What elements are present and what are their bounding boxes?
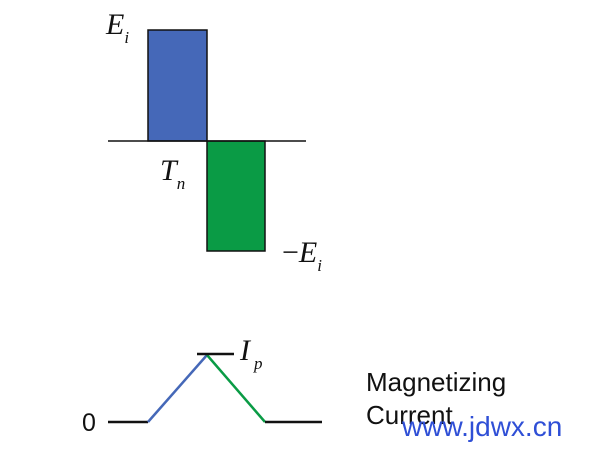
caption-current: Current bbox=[366, 400, 453, 430]
current-rise-segment bbox=[147, 354, 208, 423]
zero-label: 0 bbox=[82, 409, 96, 437]
period-subscript: n bbox=[177, 174, 186, 193]
bipolar-pulse-diagram: Ei Tn −Ei bbox=[105, 8, 322, 275]
caption-magnetizing: Magnetizing bbox=[366, 367, 506, 397]
period-label: Tn bbox=[160, 154, 185, 193]
positive-pulse-bar bbox=[147, 29, 208, 142]
negative-amplitude-symbol: E bbox=[298, 236, 317, 269]
current-fall-segment bbox=[206, 354, 266, 423]
amplitude-symbol: E bbox=[105, 8, 124, 41]
watermark-text: www.jdwx.cn bbox=[401, 411, 562, 442]
negative-pulse-bar bbox=[206, 140, 266, 252]
negative-amplitude-label: −Ei bbox=[282, 236, 322, 275]
negative-sign: − bbox=[282, 236, 299, 269]
period-symbol: T bbox=[160, 154, 179, 187]
negative-amplitude-subscript: i bbox=[317, 256, 322, 275]
peak-subscript: p bbox=[253, 354, 263, 373]
amplitude-subscript: i bbox=[124, 28, 129, 47]
peak-symbol: I bbox=[239, 334, 252, 367]
positive-amplitude-label: Ei bbox=[105, 8, 129, 47]
